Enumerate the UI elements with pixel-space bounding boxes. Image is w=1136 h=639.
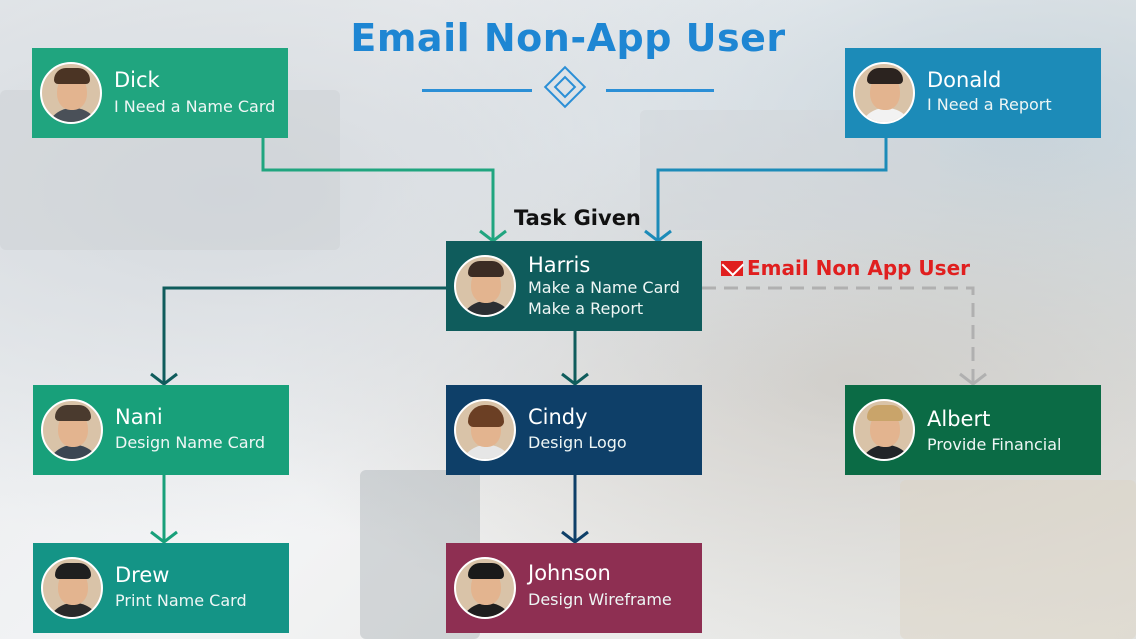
email-non-app-user-text: Email Non App User (747, 256, 970, 280)
node-task: Design Name Card (115, 433, 266, 452)
node-name: Albert (927, 407, 991, 431)
avatar-dick (40, 62, 102, 124)
node-task: Design Logo (528, 433, 627, 452)
node-donald[interactable]: Donald I Need a Report (845, 48, 1101, 138)
node-name: Cindy (528, 405, 588, 429)
avatar-johnson (454, 557, 516, 619)
arrow-harris-nani (150, 372, 178, 386)
node-task: Provide Financial (927, 435, 1062, 454)
avatar-cindy (454, 399, 516, 461)
page-title: Email Non-App User (350, 16, 786, 60)
connector-dick-harris (261, 138, 495, 240)
arrow-nani-drew (150, 530, 178, 544)
envelope-icon (721, 260, 743, 276)
connector-harris-albert (702, 286, 975, 383)
node-drew[interactable]: Drew Print Name Card (33, 543, 289, 633)
avatar-harris (454, 255, 516, 317)
arrow-cindy-johnson (561, 530, 589, 544)
node-task: Print Name Card (115, 591, 247, 610)
node-task: Make a Report (528, 299, 644, 318)
node-harris[interactable]: Harris Make a Name Card Make a Report (446, 241, 702, 331)
node-albert[interactable]: Albert Provide Financial (845, 385, 1101, 475)
node-name: Donald (927, 68, 1002, 92)
node-name: Drew (115, 563, 170, 587)
avatar-nani (41, 399, 103, 461)
email-non-app-user-label: Email Non App User (721, 256, 970, 280)
node-dick[interactable]: Dick I Need a Name Card (32, 48, 288, 138)
avatar-drew (41, 557, 103, 619)
task-given-label: Task Given (514, 206, 641, 230)
connector-donald-harris (656, 138, 888, 240)
connector-harris-nani (162, 286, 446, 383)
title-rule-left (422, 89, 532, 92)
node-task: I Need a Report (927, 95, 1052, 114)
node-task: Make a Name Card (528, 278, 680, 297)
background-paper (900, 480, 1136, 639)
avatar-albert (853, 399, 915, 461)
node-name: Nani (115, 405, 163, 429)
node-johnson[interactable]: Johnson Design Wireframe (446, 543, 702, 633)
node-name: Johnson (528, 561, 611, 585)
avatar-donald (853, 62, 915, 124)
node-nani[interactable]: Nani Design Name Card (33, 385, 289, 475)
node-task: I Need a Name Card (114, 97, 276, 116)
node-task: Design Wireframe (528, 590, 672, 609)
node-name: Dick (114, 68, 160, 92)
arrow-harris-albert (959, 372, 987, 386)
arrow-harris-cindy (561, 372, 589, 386)
title-rule-right (606, 89, 714, 92)
node-name: Harris (528, 253, 591, 277)
node-cindy[interactable]: Cindy Design Logo (446, 385, 702, 475)
